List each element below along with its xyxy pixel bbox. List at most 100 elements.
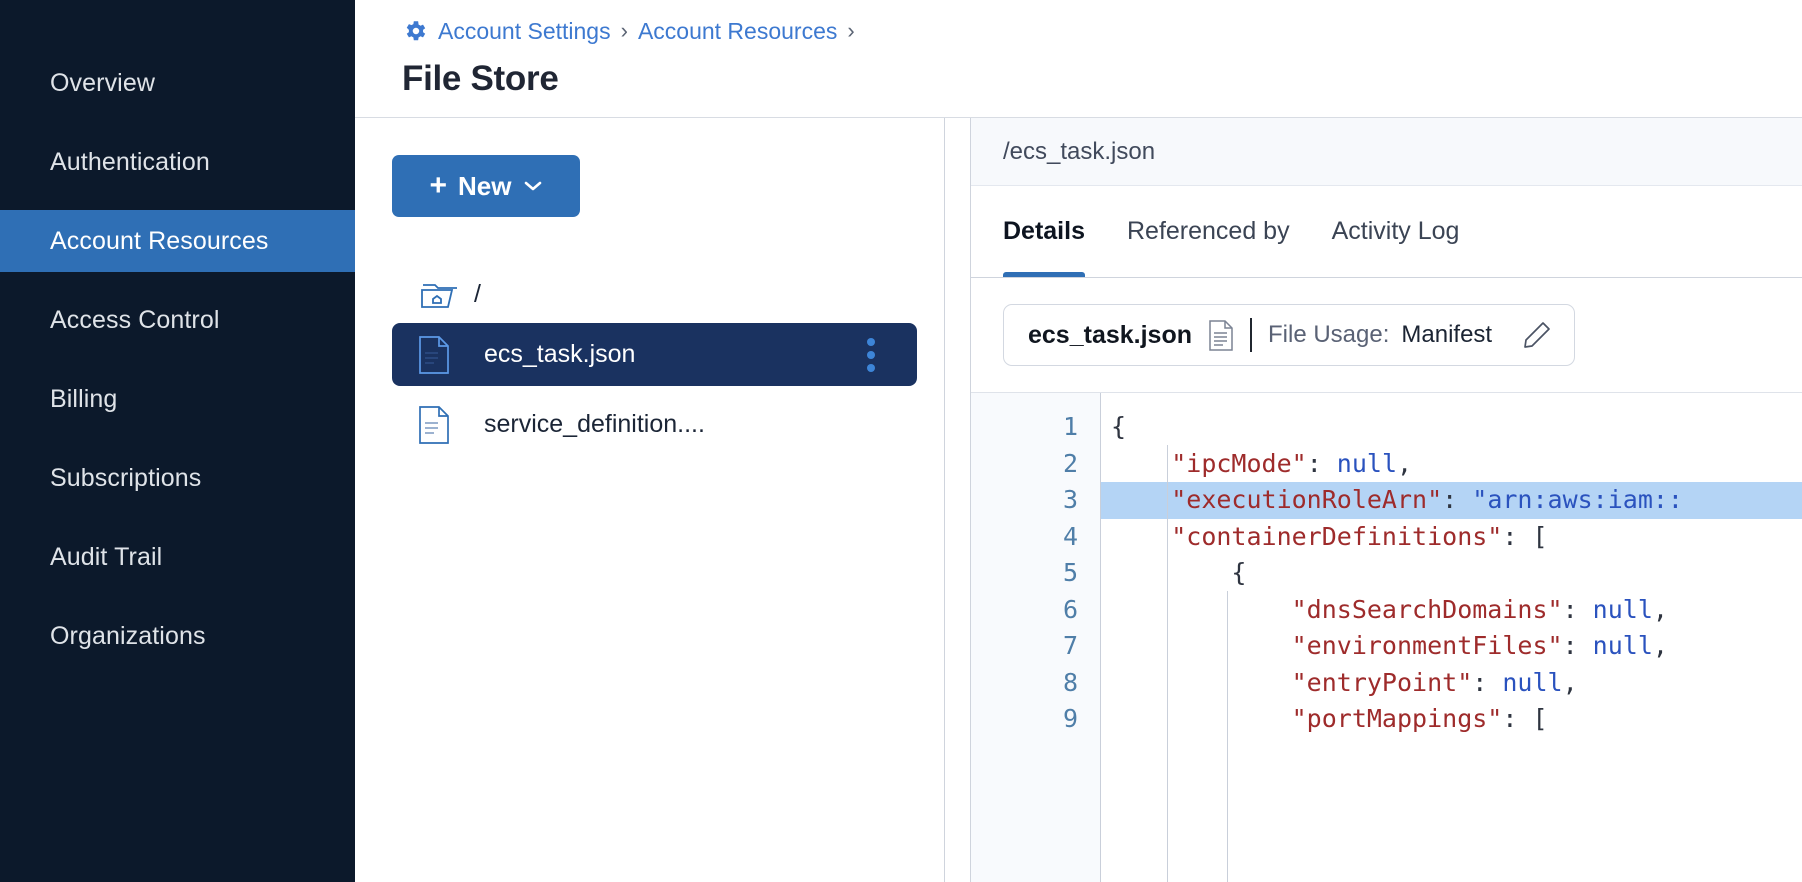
code-line[interactable]: "executionRoleArn": "arn:aws:iam::	[1101, 482, 1802, 519]
main-region: Account Settings › Account Resources › F…	[355, 0, 1802, 882]
sidebar-item-label: Audit Trail	[50, 542, 163, 571]
tab-label: Referenced by	[1126, 217, 1290, 245]
line-number: 4	[1062, 521, 1078, 551]
file-tree: / ecs_task.json service_definition....	[392, 272, 944, 456]
code-token	[1111, 449, 1171, 478]
kebab-menu-icon[interactable]	[867, 337, 875, 372]
code-line[interactable]: "containerDefinitions": [	[1101, 519, 1802, 556]
sidebar-item-label: Overview	[50, 68, 155, 97]
sidebar-item-account-resources[interactable]: Account Resources	[0, 210, 355, 272]
code-token: :	[1306, 448, 1337, 478]
tab-activity-log[interactable]: Activity Log	[1332, 186, 1460, 277]
code-token	[1111, 704, 1292, 733]
code-line[interactable]: "dnsSearchDomains": null,	[1101, 592, 1802, 629]
tree-root-folder[interactable]: /	[392, 272, 944, 316]
code-token: "entryPoint"	[1291, 667, 1473, 697]
file-icon	[419, 335, 449, 374]
usage-divider	[1250, 318, 1252, 352]
code-line[interactable]: "portMappings": [	[1101, 701, 1802, 738]
code-token: null	[1336, 448, 1398, 478]
line-number: 2	[1062, 448, 1078, 478]
tree-file-row[interactable]: ecs_task.json	[392, 323, 917, 386]
code-token: :	[1562, 631, 1593, 660]
code-token: {	[1111, 558, 1247, 587]
sidebar-item-access-control[interactable]: Access Control	[0, 289, 355, 351]
chevron-down-icon	[524, 181, 541, 191]
file-usage-card: ecs_task.json File Usage: Manifest	[1003, 304, 1576, 366]
sidebar-item-label: Access Control	[50, 305, 220, 334]
code-token: {	[1111, 412, 1127, 441]
code-token: ,	[1562, 667, 1578, 697]
detail-pane: /ecs_task.json Details Referenced by Activ…	[945, 118, 1802, 882]
file-path-bar: /ecs_task.json	[971, 118, 1802, 186]
tree-file-name: ecs_task.json	[484, 340, 636, 368]
code-line[interactable]: {	[1101, 409, 1802, 446]
line-number: 9	[1062, 704, 1078, 733]
code-token: ,	[1652, 631, 1668, 660]
line-number: 8	[1062, 667, 1078, 697]
usage-file-name: ecs_task.json	[1028, 320, 1192, 349]
breadcrumb-item-account-resources[interactable]: Account Resources	[637, 17, 838, 44]
sidebar-item-label: Account Resources	[50, 226, 269, 255]
code-token: "ipcMode"	[1171, 448, 1307, 478]
plus-icon: +	[429, 169, 448, 202]
indent-guide	[1227, 591, 1228, 882]
sidebar-item-subscriptions[interactable]: Subscriptions	[0, 447, 355, 509]
tab-label: Details	[1003, 217, 1085, 245]
document-icon	[1209, 319, 1233, 351]
sidebar-item-billing[interactable]: Billing	[0, 368, 355, 430]
code-token: "executionRoleArn"	[1171, 485, 1443, 514]
sidebar-item-organizations[interactable]: Organizations	[0, 605, 355, 667]
new-button[interactable]: + New	[392, 155, 580, 217]
breadcrumb-item-account-settings[interactable]: Account Settings	[438, 17, 611, 44]
code-line[interactable]: "ipcMode": null,	[1101, 446, 1802, 483]
code-token	[1111, 668, 1292, 697]
tree-file-name: service_definition....	[484, 410, 705, 438]
sidebar-item-overview[interactable]: Overview	[0, 52, 355, 114]
code-token: "environmentFiles"	[1291, 631, 1563, 660]
tab-details[interactable]: Details	[1003, 186, 1085, 277]
line-number: 1	[1062, 412, 1078, 441]
file-icon	[419, 405, 449, 444]
folder-home-icon	[421, 284, 457, 308]
usage-value: Manifest	[1401, 321, 1493, 348]
code-token: :	[1472, 667, 1503, 697]
code-token: null	[1592, 594, 1653, 624]
line-number: 6	[1062, 594, 1078, 624]
code-token	[1111, 595, 1292, 624]
gear-icon	[406, 21, 426, 41]
detail-tabs: Details Referenced by Activity Log	[971, 186, 1802, 278]
code-line[interactable]: "environmentFiles": null,	[1101, 628, 1802, 665]
code-token: "portMappings"	[1291, 704, 1503, 733]
breadcrumb-separator-trailing: ›	[847, 18, 855, 43]
code-token: : [	[1502, 521, 1548, 551]
indent-guide	[1167, 445, 1168, 882]
sidebar-item-label: Authentication	[50, 147, 210, 176]
code-token: ,	[1397, 448, 1413, 478]
tab-referenced-by[interactable]: Referenced by	[1127, 186, 1290, 277]
sidebar-item-label: Subscriptions	[50, 463, 202, 492]
code-token: :	[1442, 485, 1473, 514]
code-line[interactable]: {	[1101, 555, 1802, 592]
sidebar-item-audit-trail[interactable]: Audit Trail	[0, 526, 355, 588]
code-token: ,	[1652, 594, 1668, 624]
breadcrumb-separator: ›	[620, 18, 628, 43]
sidebar-item-label: Organizations	[50, 621, 206, 650]
sidebar-item-label: Billing	[50, 384, 118, 413]
breadcrumb: Account Settings › Account Resources ›	[402, 10, 1802, 52]
pencil-icon[interactable]	[1522, 320, 1552, 350]
sidebar-item-authentication[interactable]: Authentication	[0, 131, 355, 193]
code-token: :	[1562, 594, 1593, 624]
code-line[interactable]: "entryPoint": null,	[1101, 665, 1802, 702]
tree-root-label: /	[474, 279, 481, 308]
code-token	[1111, 485, 1171, 514]
tree-file-row[interactable]: service_definition....	[392, 393, 917, 456]
code-content[interactable]: { "ipcMode": null, "executionRoleArn": "…	[1101, 393, 1802, 882]
line-number: 3	[1062, 485, 1078, 514]
usage-label: File Usage:	[1268, 321, 1390, 348]
pane-divider	[945, 118, 971, 882]
code-token: "containerDefinitions"	[1171, 521, 1503, 551]
